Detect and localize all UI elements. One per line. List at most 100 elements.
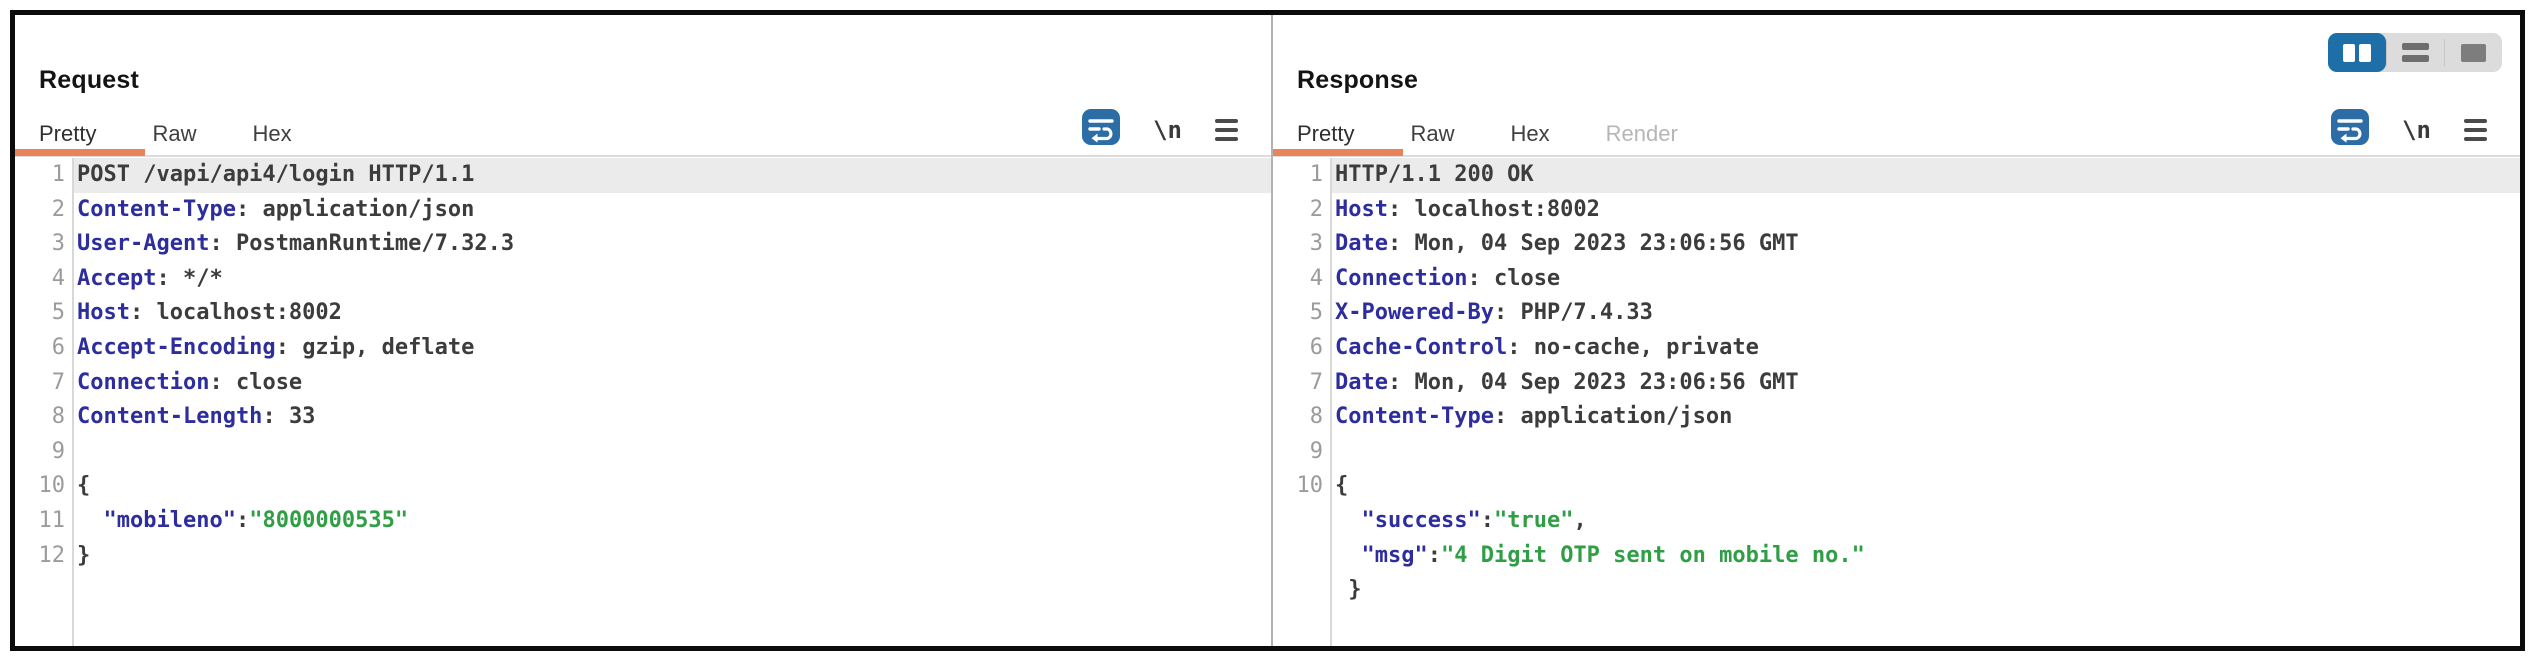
code-line[interactable]: 8 Content-Type: application/json [1273, 400, 2520, 435]
line-content: "success":"true", [1361, 507, 1587, 533]
line-content: { [1335, 473, 1349, 499]
line-number: 8 [51, 404, 65, 430]
tab-pretty[interactable]: Pretty [1297, 121, 1355, 146]
line-content: Date: Mon, 04 Sep 2023 23:06:56 GMT [1335, 231, 1799, 257]
line-number [1273, 539, 1323, 574]
code-line[interactable]: 11 "mobileno":"8000000535" [15, 504, 1271, 539]
editor-menu-icon[interactable] [2464, 116, 2487, 144]
request-title: Request [39, 66, 140, 94]
line-content: Host: localhost:8002 [1335, 196, 1600, 222]
code-line[interactable]: 10{ [15, 469, 1271, 504]
code-line[interactable]: 6 Cache-Control: no-cache, private [1273, 331, 2520, 366]
show-newlines-toggle[interactable]: \n [2402, 115, 2431, 144]
line-content: Connection: close [1335, 265, 1561, 291]
line-number: 8 [1309, 404, 1323, 430]
line-content: Content-Type: application/json [77, 196, 475, 222]
line-content: Accept-Encoding: gzip, deflate [77, 334, 475, 360]
layout-columns-button[interactable] [2328, 33, 2386, 72]
code-line[interactable]: 6 Accept-Encoding: gzip, deflate [15, 331, 1271, 366]
split-columns-icon [2343, 43, 2371, 62]
layout-switch [2328, 33, 2502, 72]
code-line[interactable]: 9 [1273, 435, 2520, 470]
tab-hex[interactable]: Hex [252, 121, 292, 146]
line-content: User-Agent: PostmanRuntime/7.32.3 [77, 231, 515, 257]
line-number: 9 [1309, 438, 1323, 464]
code-line[interactable]: 8 Content-Length: 33 [15, 400, 1271, 435]
code-line[interactable]: } [1273, 573, 2520, 608]
line-number: 6 [1309, 334, 1323, 360]
tab-pretty[interactable]: Pretty [39, 121, 97, 146]
line-number [1273, 573, 1323, 608]
word-wrap-icon[interactable] [1082, 109, 1121, 150]
line-number: 3 [51, 231, 65, 257]
line-content [74, 435, 1271, 470]
show-newlines-toggle[interactable]: \n [1153, 115, 1182, 144]
code-line[interactable]: 3 Date: Mon, 04 Sep 2023 23:06:56 GMT [1273, 227, 2520, 262]
line-number: 4 [1309, 265, 1323, 291]
line-content: Connection: close [77, 369, 303, 395]
tabbar-divider [1273, 155, 2520, 157]
line-content: Content-Length: 33 [77, 404, 316, 430]
line-number: 6 [51, 334, 65, 360]
active-tab-underline [15, 149, 145, 156]
response-title: Response [1297, 66, 1419, 94]
code-line[interactable]: 3 User-Agent: PostmanRuntime/7.32.3 [15, 227, 1271, 262]
single-pane-icon [2460, 43, 2486, 62]
editor-menu-icon[interactable] [1215, 116, 1238, 144]
response-editor-toolbar: \n [2331, 109, 2487, 150]
line-number: 7 [51, 369, 65, 395]
word-wrap-icon[interactable] [2331, 109, 2370, 150]
line-number: 2 [51, 196, 65, 222]
line-content: POST /vapi/api4/login HTTP/1.1 [74, 158, 1271, 193]
panel-divider[interactable] [1271, 15, 1273, 646]
layout-single-button[interactable] [2444, 33, 2502, 72]
line-content: "msg":"4 Digit OTP sent on mobile no." [1361, 542, 1865, 568]
layout-rows-button[interactable] [2386, 33, 2444, 72]
code-line[interactable]: "msg":"4 Digit OTP sent on mobile no." [1273, 539, 2520, 574]
code-line[interactable]: 12} [15, 539, 1271, 574]
line-number: 9 [51, 438, 65, 464]
line-content: Accept: */* [77, 265, 223, 291]
code-line[interactable]: 4 Connection: close [1273, 262, 2520, 297]
line-number: 3 [1309, 231, 1323, 257]
line-number: 1 [1309, 162, 1323, 187]
line-number: 12 [38, 542, 66, 568]
tab-raw[interactable]: Raw [152, 121, 197, 146]
line-content: Cache-Control: no-cache, private [1335, 334, 1759, 360]
code-line[interactable]: 9 [15, 435, 1271, 470]
response-tabbar: Pretty Raw Hex Render [1297, 121, 1678, 147]
request-editor-toolbar: \n [1082, 109, 1238, 150]
response-panel: Response Pretty Raw Hex Render \n 1 HTTP/1.1… [1273, 15, 2520, 646]
code-line[interactable]: 10 { [1273, 469, 2520, 504]
code-line[interactable]: 1 HTTP/1.1 200 OK [1273, 158, 2520, 193]
line-content: { [77, 473, 91, 499]
line-content: } [77, 542, 91, 568]
code-line[interactable]: 2 Content-Type: application/json [15, 193, 1271, 228]
tab-raw[interactable]: Raw [1410, 121, 1455, 146]
code-line[interactable]: "success":"true", [1273, 504, 2520, 539]
tab-render: Render [1605, 121, 1678, 146]
line-number [1273, 504, 1323, 539]
active-tab-underline [1273, 149, 1403, 156]
line-content: Host: localhost:8002 [77, 300, 342, 326]
tab-hex[interactable]: Hex [1510, 121, 1550, 146]
code-line[interactable]: 4 Accept: */* [15, 262, 1271, 297]
line-number: 5 [1309, 300, 1323, 326]
request-tabbar: Pretty Raw Hex [39, 121, 292, 147]
line-number: 10 [1296, 473, 1324, 499]
line-content: HTTP/1.1 200 OK [1332, 158, 2520, 193]
code-line[interactable]: 7 Connection: close [15, 366, 1271, 401]
tabbar-divider [15, 155, 1271, 157]
line-content: Date: Mon, 04 Sep 2023 23:06:56 GMT [1335, 369, 1799, 395]
line-content: Content-Type: application/json [1335, 404, 1733, 430]
line-number: 4 [51, 265, 65, 291]
